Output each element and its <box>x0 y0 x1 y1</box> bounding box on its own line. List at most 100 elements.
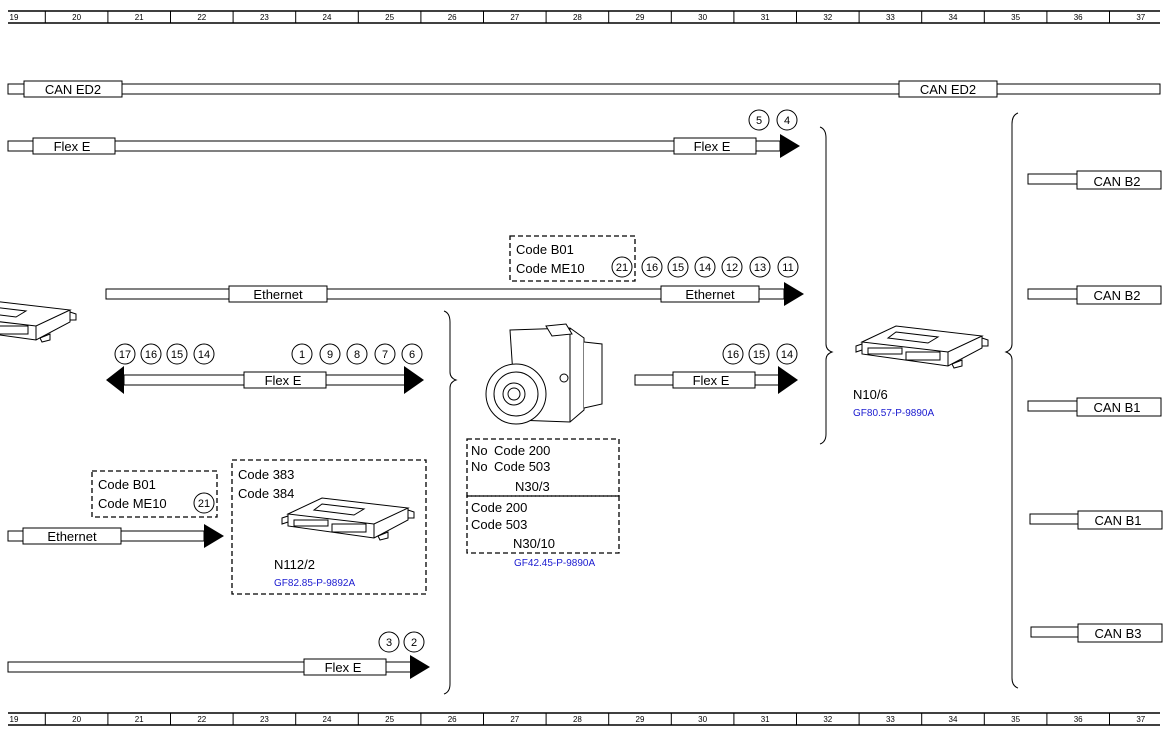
pin-circle <box>140 343 162 365</box>
ruler-label: 21 <box>135 13 144 22</box>
pin-circle <box>403 631 425 653</box>
flex-e-top-line: Flex E Flex E <box>7 134 800 158</box>
ruler-label: 23 <box>260 715 269 724</box>
ruler-label: 37 <box>1136 715 1145 724</box>
ruler-label: 20 <box>72 13 81 22</box>
flex-e-label: Flex E <box>54 139 91 154</box>
ruler-label: 29 <box>636 715 645 724</box>
can-b3-label: CAN B3 <box>1095 626 1142 641</box>
code-text: Code 503 <box>494 459 550 474</box>
can-b2-label: CAN B2 <box>1094 174 1141 189</box>
component-label-n30-10: N30/10 <box>513 536 555 551</box>
ruler-label: 32 <box>823 715 832 724</box>
ruler-label: 27 <box>510 13 519 22</box>
code-text: Code B01 <box>98 477 156 492</box>
pin-circle <box>374 343 396 365</box>
can-b1-label: CAN B1 <box>1095 513 1142 528</box>
can-b2-stub: CAN B2 <box>1027 285 1162 305</box>
pin-number: 12 <box>726 262 738 274</box>
n30-pump-illustration <box>485 323 603 425</box>
pin-circle <box>748 109 770 131</box>
ruler-label: 33 <box>886 13 895 22</box>
ruler-label: 36 <box>1074 715 1083 724</box>
code-box-upper: Code B01 Code ME10 <box>509 235 636 282</box>
pin-circle <box>722 343 744 365</box>
ruler-label: 34 <box>949 715 958 724</box>
can-b3-stub: CAN B3 <box>1030 623 1163 643</box>
code-text: Code ME10 <box>516 261 585 276</box>
ruler-label: 30 <box>698 715 707 724</box>
ruler-label: 37 <box>1136 13 1145 22</box>
pin-number: 14 <box>198 349 210 361</box>
pin-number: 11 <box>782 262 793 274</box>
ruler-label: 32 <box>823 13 832 22</box>
pin-number: 15 <box>753 349 765 361</box>
code-box-n30-10: Code 200 Code 503 N30/10 <box>466 495 620 554</box>
ethernet-label: Ethernet <box>253 287 303 302</box>
n112-2-reference-link[interactable]: GF82.85-P-9892A <box>274 578 355 589</box>
n112-2-ecu-illustration <box>281 497 415 541</box>
can-ed2-label-right: CAN ED2 <box>920 82 976 97</box>
pin-number: 15 <box>672 262 684 274</box>
can-ed2-label-box-right <box>898 80 998 98</box>
ruler-label: 36 <box>1074 13 1083 22</box>
n10-6-reference-link[interactable]: GF80.57-P-9890A <box>853 408 934 419</box>
flex-e-label: Flex E <box>325 660 362 675</box>
pin-number: 3 <box>386 637 392 649</box>
pin-circle <box>641 256 663 278</box>
pin-circle <box>346 343 368 365</box>
flex-e-label: Flex E <box>694 139 731 154</box>
pin-group-flex-mid2: 16 15 14 <box>722 343 798 365</box>
flex-e-bottom-line: Flex E <box>7 655 430 679</box>
can-ed2-label-box-left <box>23 80 123 98</box>
code-text: Code 383 <box>238 467 294 482</box>
ruler-label: 24 <box>323 13 332 22</box>
flex-e-mid2-line: Flex E <box>634 366 798 394</box>
ruler-label: 35 <box>1011 715 1020 724</box>
pin-circle <box>694 256 716 278</box>
can-b1-stub: CAN B1 <box>1029 510 1163 530</box>
code-box-n112-2: Code 383 Code 384 N112/2 GF82.85-P-9892A <box>231 459 427 595</box>
pin-number: 14 <box>699 262 711 274</box>
pin-number: 6 <box>409 349 415 361</box>
ethernet-label: Ethernet <box>685 287 735 302</box>
left-partial-ecu <box>0 299 77 343</box>
pin-circle <box>776 109 798 131</box>
ruler-label: 22 <box>197 13 206 22</box>
code-box-n30-3: No Code 200 No Code 503 N30/3 <box>466 438 620 497</box>
ruler-label: 28 <box>573 13 582 22</box>
can-b2-label: CAN B2 <box>1094 288 1141 303</box>
pin-circle <box>721 256 743 278</box>
pin-number: 7 <box>382 349 388 361</box>
code-text: Code 200 <box>494 443 550 458</box>
n30-reference-link[interactable]: GF42.45-P-9890A <box>514 558 595 569</box>
can-b1-label: CAN B1 <box>1094 400 1141 415</box>
ruler-label: 19 <box>10 13 19 22</box>
ruler-label: 26 <box>448 715 457 724</box>
ruler-label: 21 <box>135 715 144 724</box>
can-b1-stub: CAN B1 <box>1027 397 1162 417</box>
brace-left <box>443 310 458 695</box>
ethernet-lower-line: Ethernet <box>7 524 224 548</box>
component-label-n30-3: N30/3 <box>515 479 550 494</box>
ruler-label: 23 <box>260 13 269 22</box>
pin-circle <box>291 343 313 365</box>
pin-circle <box>748 343 770 365</box>
ruler-label: 25 <box>385 13 394 22</box>
pin-number: 16 <box>727 349 739 361</box>
pin-number: 16 <box>646 262 658 274</box>
pin-number: 13 <box>754 262 766 274</box>
pin-circle <box>319 343 341 365</box>
flex-e-label: Flex E <box>265 373 302 388</box>
pin-number: 14 <box>781 349 793 361</box>
code-text: Code B01 <box>516 242 574 257</box>
brace-right <box>1004 112 1019 689</box>
pin-number: 16 <box>145 349 157 361</box>
ruler-label: 35 <box>1011 13 1020 22</box>
pin-circle <box>611 256 633 278</box>
pin-number: 21 <box>198 498 210 510</box>
ruler-label: 29 <box>636 13 645 22</box>
pin-circle <box>776 343 798 365</box>
